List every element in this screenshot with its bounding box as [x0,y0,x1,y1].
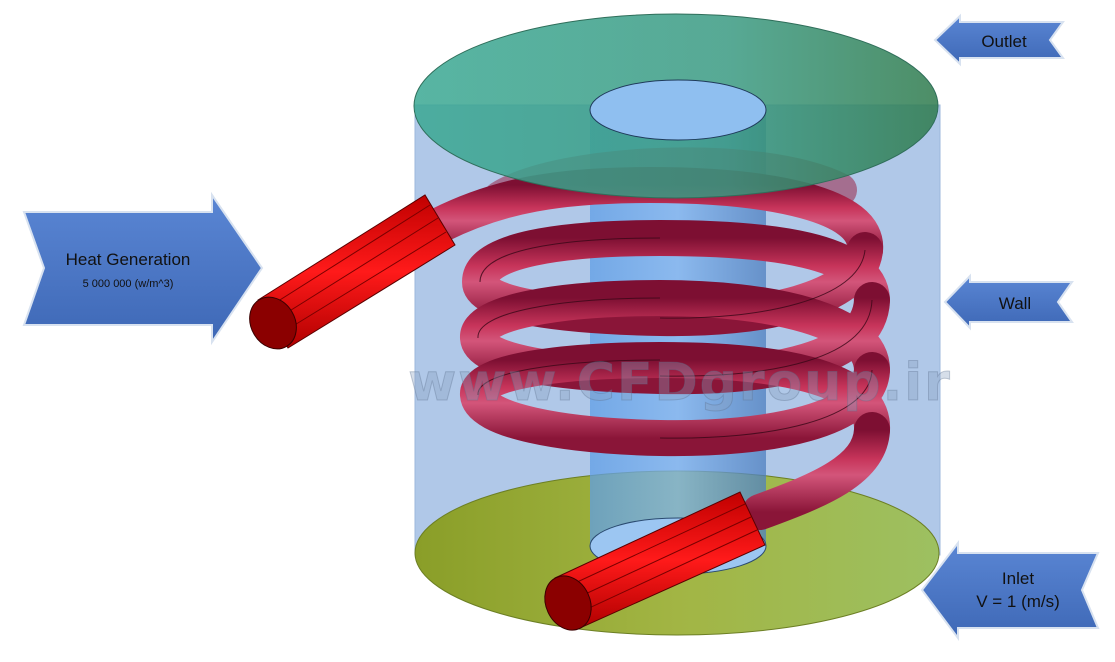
outlet-arrow-shape [933,13,1065,67]
inlet-arrow: Inlet V = 1 (m/s) [920,540,1100,641]
wall-arrow-shape [943,273,1074,331]
heat-generation-pipe [249,194,456,350]
heat-generation-title: Heat Generation [66,250,191,269]
wall-arrow: Wall [943,273,1074,331]
inlet-arrow-shape [920,540,1100,641]
coil-bottom-leg [742,412,890,530]
outlet-arrow: Outlet [933,13,1065,67]
inlet-pipe [544,491,766,631]
inlet-pipe-end-cap [544,575,592,631]
inlet-pipe-lines [559,503,758,617]
outlet-label: Outlet [981,32,1027,51]
heat-pipe-lines [263,204,447,335]
heat-pipe-end-cap [249,296,297,350]
wall-label: Wall [999,294,1031,313]
inlet-title: Inlet [1002,569,1034,588]
heat-generation-value: 5 000 000 (w/m^3) [83,278,174,290]
heat-arrow-shape [22,191,264,346]
inlet-value: V = 1 (m/s) [976,592,1060,611]
heat-generation-arrow: Heat Generation 5 000 000 (w/m^3) [22,191,264,346]
core-top-opening [589,79,767,141]
watermark-text: www.CFDgroup.ir [408,353,951,413]
coil-facet-lines [477,237,873,439]
